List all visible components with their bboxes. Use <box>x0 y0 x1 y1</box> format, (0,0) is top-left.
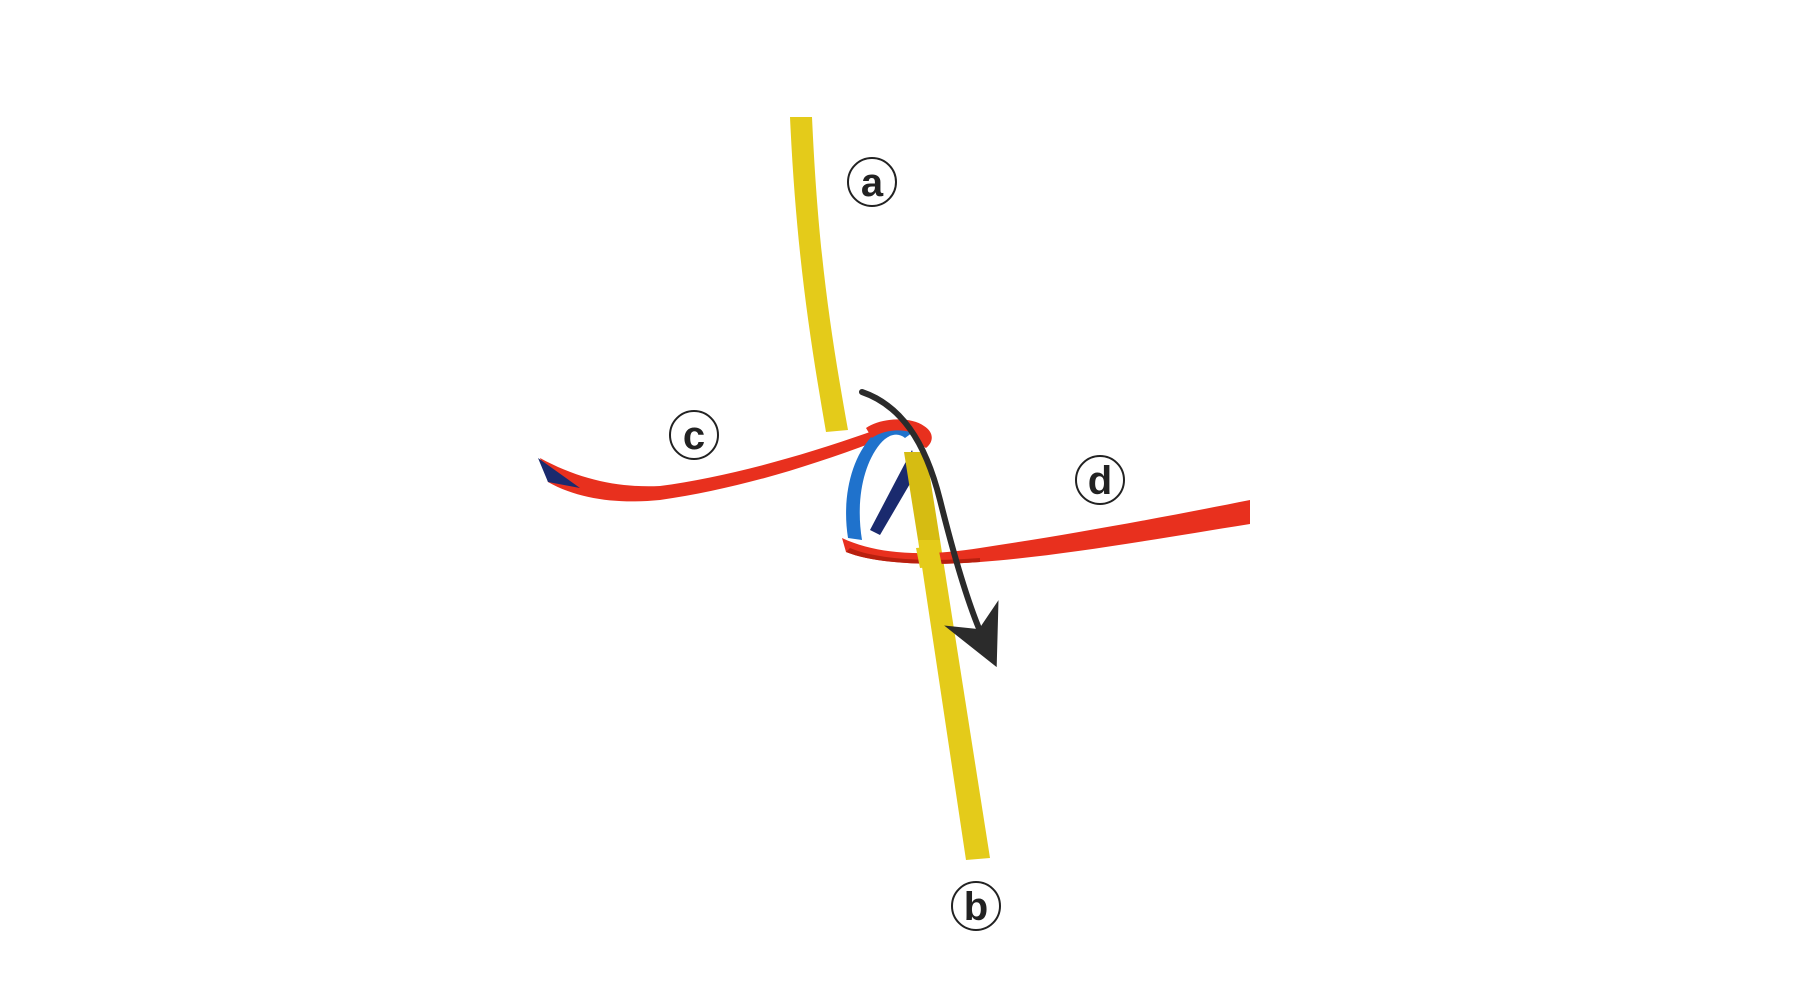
label-d-text: d <box>1088 459 1112 503</box>
red-ribbon-loop-top <box>866 419 932 448</box>
loop-shadow <box>870 450 918 535</box>
red-ribbon-right-tail-shade <box>846 548 980 564</box>
label-a: a <box>847 157 897 207</box>
red-ribbon-right-tail <box>842 500 1250 564</box>
red-ribbon-left-tip <box>538 458 580 488</box>
yellow-ribbon-upper <box>790 117 848 432</box>
label-c: c <box>669 410 719 460</box>
label-b-text: b <box>964 885 988 929</box>
yellow-ribbon-lower <box>918 540 990 860</box>
label-b: b <box>951 881 1001 931</box>
label-d: d <box>1075 455 1125 505</box>
label-c-text: c <box>683 414 705 458</box>
yellow-ribbon-middle <box>904 452 940 540</box>
blue-ribbon-loop <box>846 422 916 540</box>
yellow-ribbon-cross <box>916 546 942 568</box>
label-a-text: a <box>861 161 884 205</box>
pull-direction-arrow <box>859 389 999 668</box>
red-ribbon-left-tail <box>540 432 874 502</box>
